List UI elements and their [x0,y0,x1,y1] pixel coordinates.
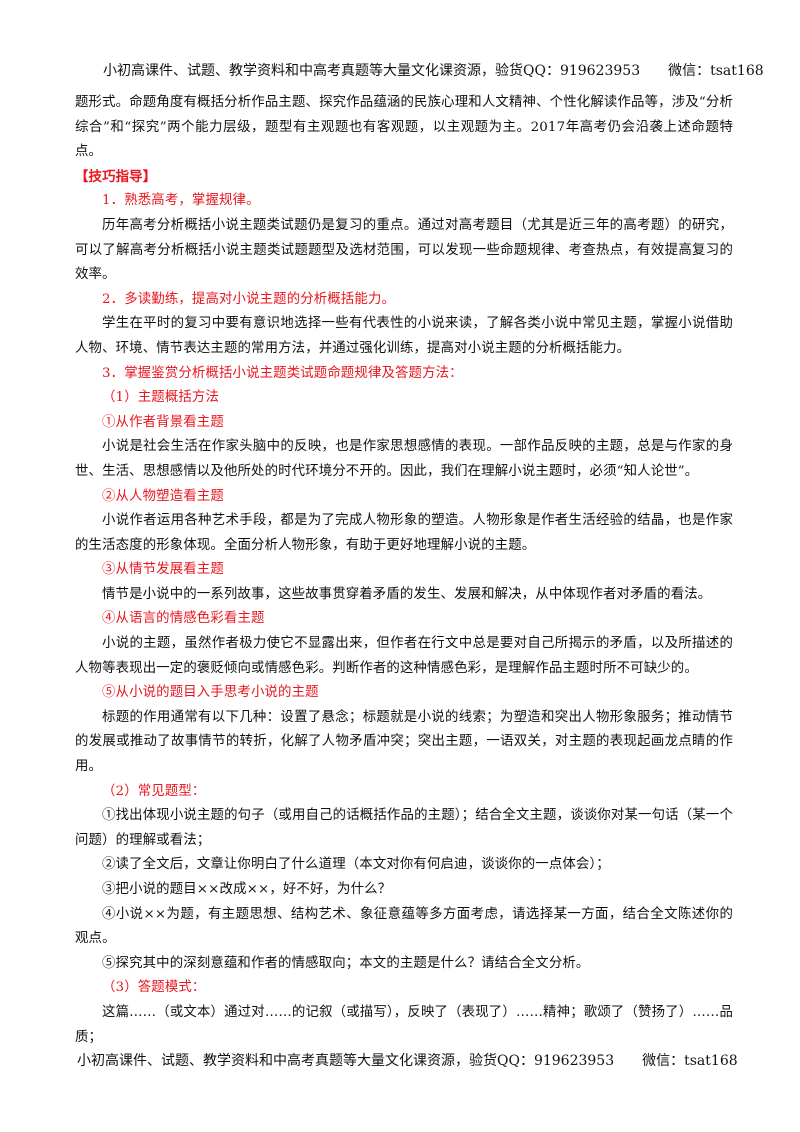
question-type-5: ⑤探究其中的深刻意蕴和作者的情感取向；本文的主题是什么？请结合全文分析。 [102,955,590,971]
method-4-heading: ④从语言的情感色彩看主题 [102,611,265,627]
subheading-methods: （1）主题概括方法 [102,390,219,406]
header-text: 小初高课件、试题、教学资料和中高考真题等大量文化课资源，验货QQ：9196239… [103,63,641,79]
heading-3: 3．掌握鉴赏分析概括小说主题类试题命题规律及答题方法： [102,365,463,381]
paragraph-2: 学生在平时的复习中要有意识地选择一些有代表性的小说来读，了解各类小说中常见主题，… [75,316,733,356]
heading-1: 1．熟悉高考，掌握规律。 [102,193,260,209]
method-3-paragraph: 情节是小说中的一系列故事，这些故事贯穿着矛盾的发生、发展和解决，从中体现作者对矛… [102,586,712,602]
question-type-4: ④小说××为题，有主题思想、结构艺术、象征意蕴等多方面考虑，请选择某一方面，结合… [75,906,733,947]
method-2-heading: ②从人物塑造看主题 [102,488,224,504]
subheading-answer-pattern: （3）答题模式： [102,980,206,996]
subheading-question-types: （2）常见题型： [102,783,206,799]
method-5-paragraph: 标题的作用通常有以下几种：设置了悬念；标题就是小说的线索；为塑造和突出人物形象服… [75,709,733,775]
footer-text: 小初高课件、试题、教学资料和中高考真题等大量文化课资源，验货QQ：9196239… [77,1053,615,1069]
document-body: 题形式。命题角度有概括分析作品主题、探究作品蕴涵的民族心理和人文精神、个性化解读… [75,91,733,1050]
method-4-paragraph: 小说的主题，虽然作者极力使它不显露出来，但作者在行文中总是要对自己所揭示的矛盾，… [75,636,733,676]
page-header: 小初高课件、试题、教学资料和中高考真题等大量文化课资源，验货QQ：9196239… [103,60,764,80]
question-type-3: ③把小说的题目××改成××，好不好，为什么？ [102,882,392,897]
method-1-heading: ①从作者背景看主题 [102,414,224,430]
footer-wechat: 微信：tsat168 [642,1053,738,1069]
header-wechat: 微信：tsat168 [668,63,764,79]
intro-paragraph: 题形式。命题角度有概括分析作品主题、探究作品蕴涵的民族心理和人文精神、个性化解读… [75,95,733,160]
question-type-1: ①找出体现小说主题的句子（或用自己的话概括作品的主题）；结合全文主题，谈谈你对某… [75,808,733,848]
question-type-2: ②读了全文后，文章让你明白了什么道理（本文对你有何启迪，谈谈你的一点体会）； [102,857,610,873]
method-3-heading: ③从情节发展看主题 [102,562,224,578]
heading-2: 2．多读勤练，提高对小说主题的分析概括能力。 [102,291,396,307]
method-1-paragraph: 小说是社会生活在作家头脑中的反映，也是作家思想感情的表现。一部作品反映的主题，总… [75,439,733,479]
method-2-paragraph: 小说作者运用各种艺术手段，都是为了完成人物形象的塑造。人物形象是作者生活经验的结… [75,513,733,553]
tips-heading: 【技巧指导】 [75,168,157,185]
page-footer: 小初高课件、试题、教学资料和中高考真题等大量文化课资源，验货QQ：9196239… [77,1050,738,1070]
answer-pattern-paragraph: 这篇……（或文本）通过对……的记叙（或描写），反映了（表现了）……精神；歌颂了（… [75,1004,733,1045]
paragraph-1: 历年高考分析概括小说主题类试题仍是复习的重点。通过对高考题目（尤其是近三年的高考… [75,217,733,283]
method-5-heading: ⑤从小说的题目入手思考小说的主题 [102,685,319,701]
